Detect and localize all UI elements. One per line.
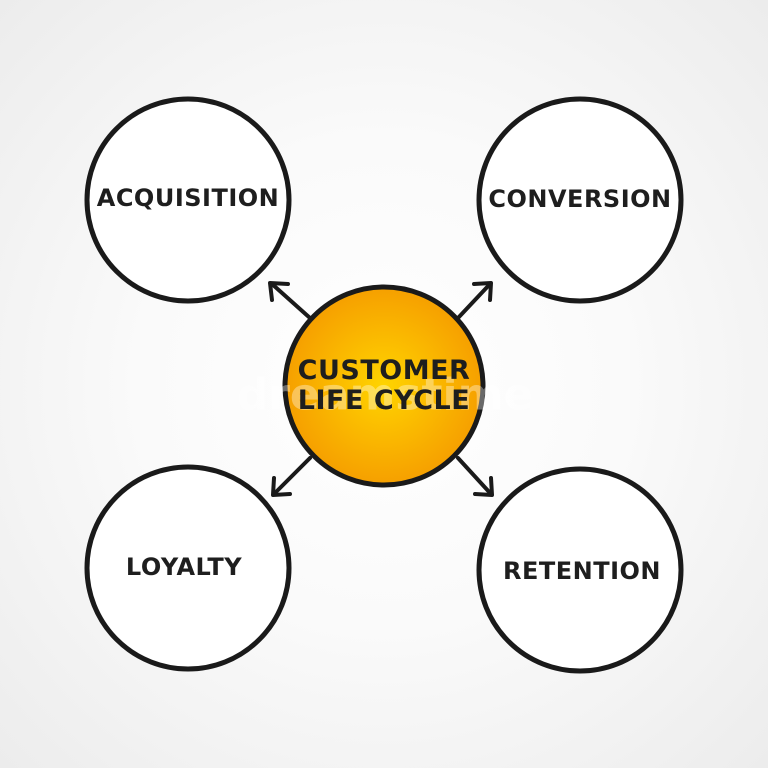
center-circle [282, 284, 486, 488]
acquisition-label: ACQUISITION [96, 184, 280, 212]
arrow-to-acquisition [268, 281, 312, 320]
loyalty-label: LOYALTY [125, 553, 243, 581]
retention-circle [476, 466, 684, 674]
loyalty-circle [84, 464, 292, 672]
arrow-to-conversion [456, 281, 493, 320]
acquisition-circle [84, 96, 292, 304]
arrow-to-retention [456, 456, 494, 497]
conversion-label: CONVERSION [488, 185, 672, 213]
conversion-circle [476, 96, 684, 304]
center-label-line1: CUSTOMER [297, 355, 471, 386]
watermark: dreamstime [236, 369, 534, 421]
arrow-to-loyalty [271, 456, 312, 497]
center-label: CUSTOMER LIFE CYCLE [298, 356, 471, 416]
center-label-line2: LIFE CYCLE [297, 385, 471, 416]
retention-label: RETENTION [502, 557, 662, 585]
